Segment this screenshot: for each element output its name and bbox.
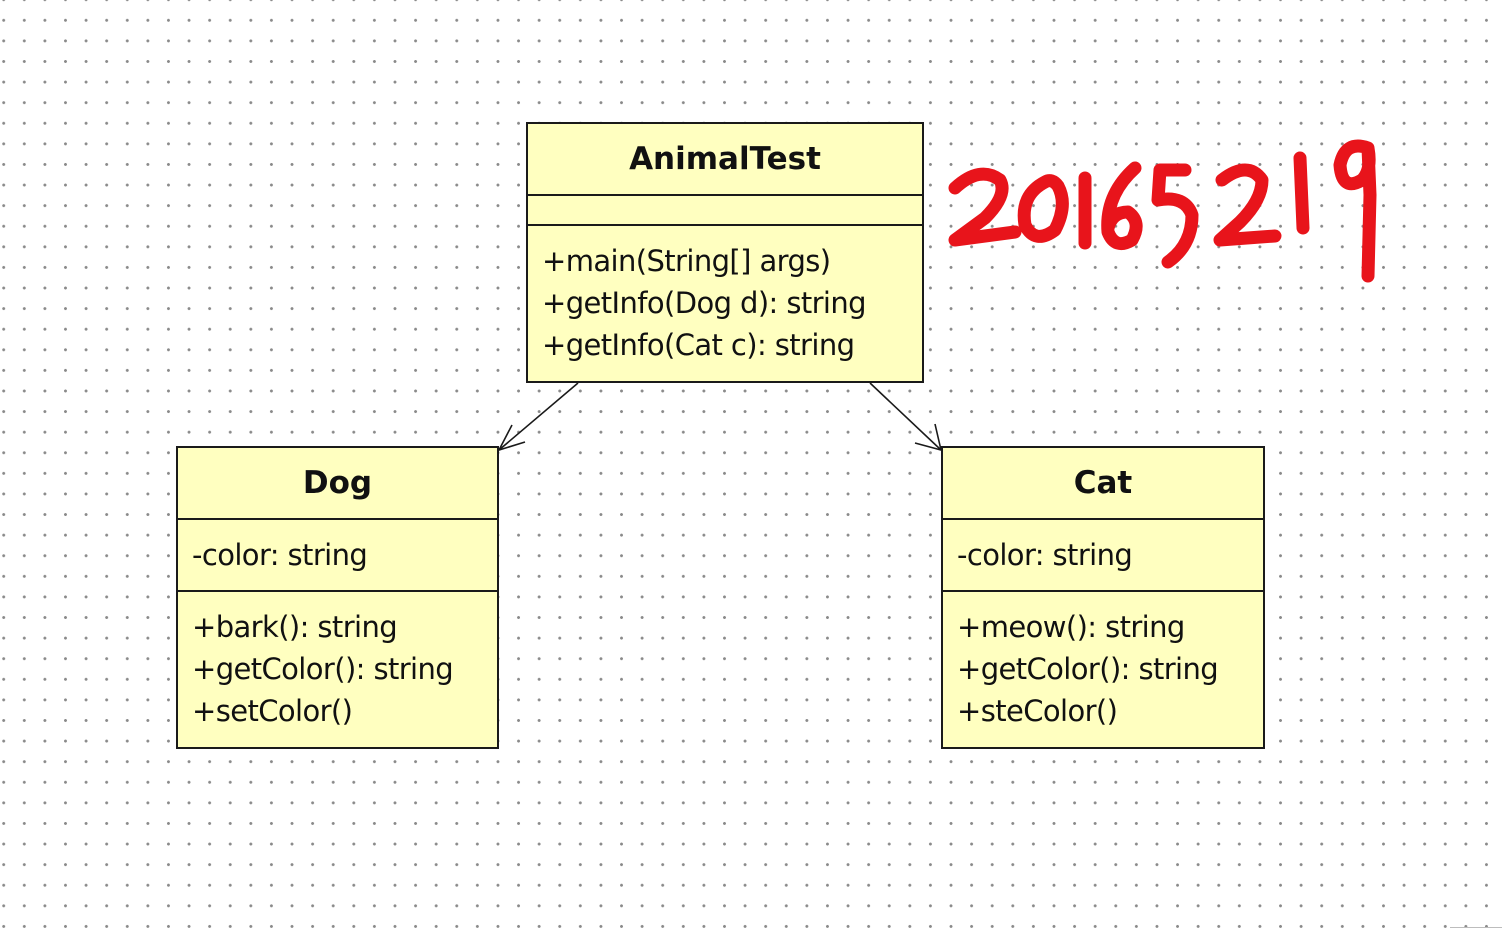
- attribute: -color: string: [957, 538, 1133, 572]
- operation: +bark(): string: [192, 610, 398, 644]
- class-name: Cat: [943, 448, 1263, 520]
- arrow-animaltest-to-dog[interactable]: [497, 382, 579, 452]
- operation: +setColor(): [192, 694, 353, 728]
- class-cat[interactable]: Cat -color: string +meow(): string +getC…: [941, 446, 1265, 749]
- class-dog[interactable]: Dog -color: string +bark(): string +getC…: [176, 446, 499, 749]
- attributes-compartment: -color: string: [943, 520, 1263, 592]
- operation: +meow(): string: [957, 610, 1185, 644]
- operations-compartment: +meow(): string +getColor(): string +ste…: [943, 592, 1263, 732]
- arrow-animaltest-to-cat[interactable]: [869, 382, 943, 452]
- attributes-compartment: [528, 196, 922, 226]
- operation: +main(String[] args): [542, 244, 831, 278]
- operation: +getInfo(Dog d): string: [542, 286, 867, 320]
- attribute: -color: string: [192, 538, 368, 572]
- class-name: Dog: [178, 448, 497, 520]
- operation: +getColor(): string: [192, 652, 454, 686]
- corner-divider: [1450, 927, 1502, 932]
- class-name: AnimalTest: [528, 124, 922, 196]
- attributes-compartment: -color: string: [178, 520, 497, 592]
- operation: +steColor(): [957, 694, 1118, 728]
- operation: +getColor(): string: [957, 652, 1219, 686]
- operation: +getInfo(Cat c): string: [542, 328, 855, 362]
- class-animaltest[interactable]: AnimalTest +main(String[] args) +getInfo…: [526, 122, 924, 383]
- operations-compartment: +main(String[] args) +getInfo(Dog d): st…: [528, 226, 922, 366]
- operations-compartment: +bark(): string +getColor(): string +set…: [178, 592, 497, 732]
